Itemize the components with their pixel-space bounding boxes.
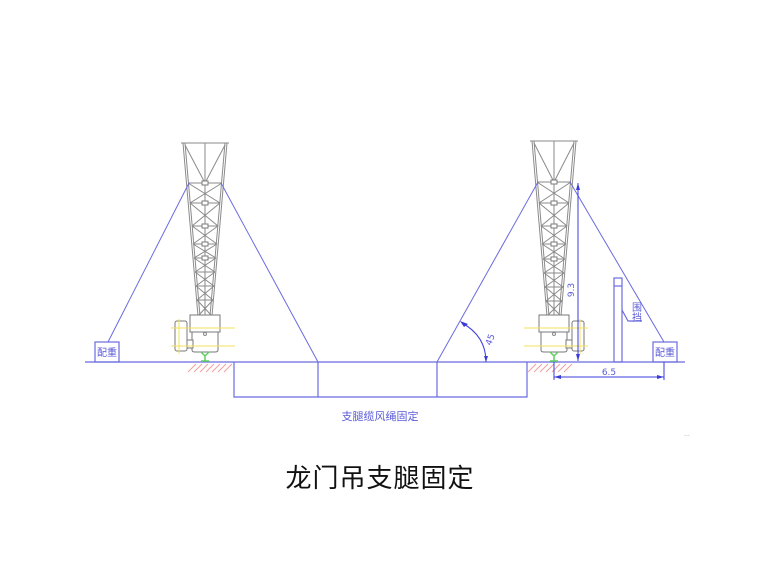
corner-mark: ... (684, 431, 690, 438)
height-label: 9.3 (567, 283, 577, 297)
angle-dimension: 45 (460, 321, 498, 363)
fence-post: 围挡 (613, 277, 642, 363)
left-counterweight: 配重 (94, 341, 120, 363)
left-support-hatch (187, 363, 233, 373)
horizontal-dimension: 6.5 (553, 362, 665, 380)
height-dimension: 9.3 (567, 183, 580, 361)
left-guy-ropes (107, 182, 319, 363)
trench-caption: 支腿缆风绳固定 (342, 409, 419, 423)
counterweight-left-label: 配重 (97, 346, 117, 359)
fence-label: 围挡 (630, 302, 642, 323)
counterweight-right-label: 配重 (655, 346, 675, 359)
foundation-trench (233, 362, 528, 398)
right-guy-ropes (436, 181, 665, 363)
right-support-hatch (527, 363, 573, 373)
diagram-title: 龙门吊支腿固定 (285, 464, 475, 494)
width-label: 6.5 (602, 368, 616, 378)
right-counterweight: 配重 (652, 341, 678, 363)
left-gantry-leg (171, 142, 235, 362)
angle-label: 45 (484, 333, 497, 347)
